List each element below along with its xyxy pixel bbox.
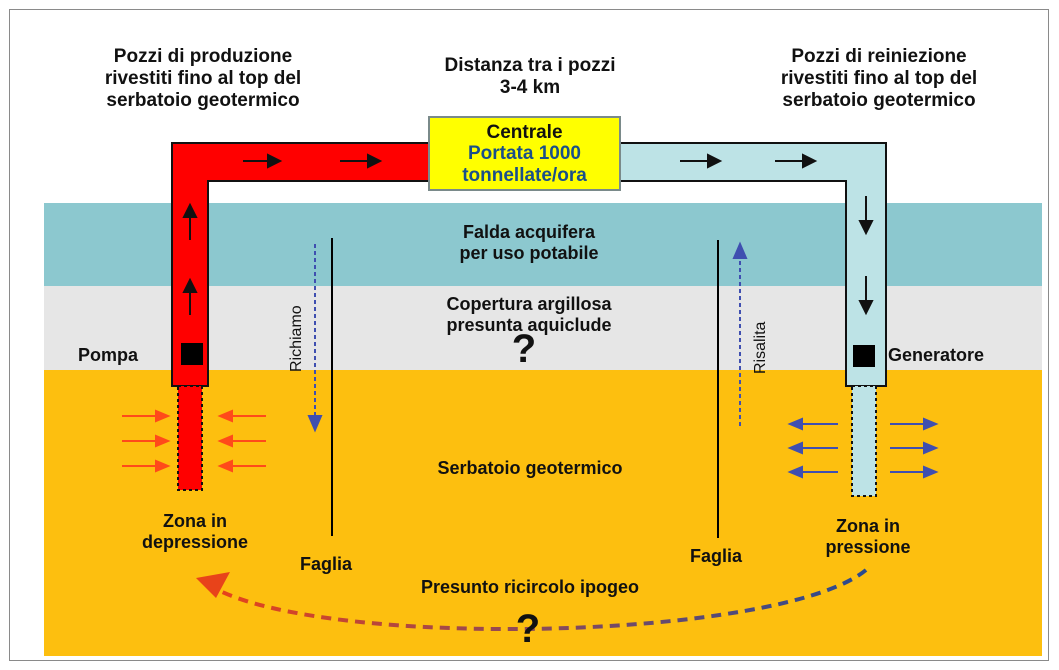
- clay-label: Copertura argillosa presunta aquiclude: [390, 294, 668, 335]
- clay-question-mark: ?: [511, 327, 537, 371]
- clay-label-line1: Copertura argillosa: [446, 294, 612, 314]
- reinjection-wells-line3: serbatoio geotermico: [782, 89, 976, 111]
- power-plant-title: Centrale: [486, 122, 563, 143]
- production-wells-line3: serbatoio geotermico: [106, 89, 300, 111]
- pressure-zone-line1: Zona in: [836, 516, 900, 536]
- generator-block: [853, 345, 875, 367]
- fault-left-label: Faglia: [300, 554, 353, 574]
- risalita-label: Risalita: [752, 321, 769, 374]
- recirculation-arrow: [213, 568, 868, 632]
- aquifer-label-line1: Falda acquifera: [462, 222, 596, 242]
- production-wells-label: Pozzi di produzione rivestiti fino al to…: [64, 46, 342, 112]
- richiamo-arrow: [307, 244, 323, 433]
- recirculation-question-mark: ?: [515, 607, 541, 651]
- pressure-zone-label: Zona in pressione: [808, 516, 928, 557]
- flow-arrows: [182, 153, 874, 316]
- reservoir-label: Serbatoio geotermico: [437, 458, 623, 478]
- depression-zone-line2: depressione: [141, 531, 249, 552]
- depression-zone-label: Zona in depressione: [130, 511, 260, 552]
- pump-block: [181, 343, 203, 365]
- clay-label-line2: presunta aquiclude: [446, 314, 612, 335]
- pump-label: Pompa: [78, 345, 139, 365]
- recirculation-arrowhead: [196, 572, 230, 598]
- aquifer-label: Falda acquifera per uso potabile: [400, 222, 658, 263]
- reinjection-wells-line1: Pozzi di reiniezione: [791, 46, 967, 67]
- well-distance-line2: 3-4 km: [499, 76, 561, 98]
- inflow-arrows: [122, 409, 266, 473]
- depression-zone-line1: Zona in: [163, 511, 227, 531]
- recirculation-label: Presunto ricircolo ipogeo: [420, 577, 640, 597]
- reinjection-wells-line2: rivestiti fino al top del: [780, 67, 978, 89]
- aquifer-label-line2: per uso potabile: [459, 242, 599, 263]
- risalita-arrow: [732, 241, 748, 426]
- production-wells-line1: Pozzi di produzione: [113, 46, 293, 67]
- well-distance-label: Distanza tra i pozzi 3-4 km: [410, 55, 650, 99]
- injection-screen: [851, 385, 877, 497]
- well-distance-line1: Distanza tra i pozzi: [444, 55, 616, 76]
- generator-label: Generatore: [888, 345, 985, 365]
- production-wells-line2: rivestiti fino al top del: [104, 67, 302, 89]
- production-screen: [177, 385, 203, 491]
- power-plant-flowrate: Portata 1000: [467, 143, 581, 165]
- outflow-arrows: [787, 417, 939, 479]
- reinjection-wells-label: Pozzi di reiniezione rivestiti fino al t…: [738, 46, 1020, 112]
- fault-right-label: Faglia: [690, 546, 743, 566]
- power-plant-flowrate-unit: tonnellate/ora: [462, 164, 587, 186]
- richiamo-label: Richiamo: [288, 305, 305, 372]
- pressure-zone-line2: pressione: [825, 536, 911, 557]
- power-plant-box: Centrale Portata 1000 tonnellate/ora: [428, 116, 621, 191]
